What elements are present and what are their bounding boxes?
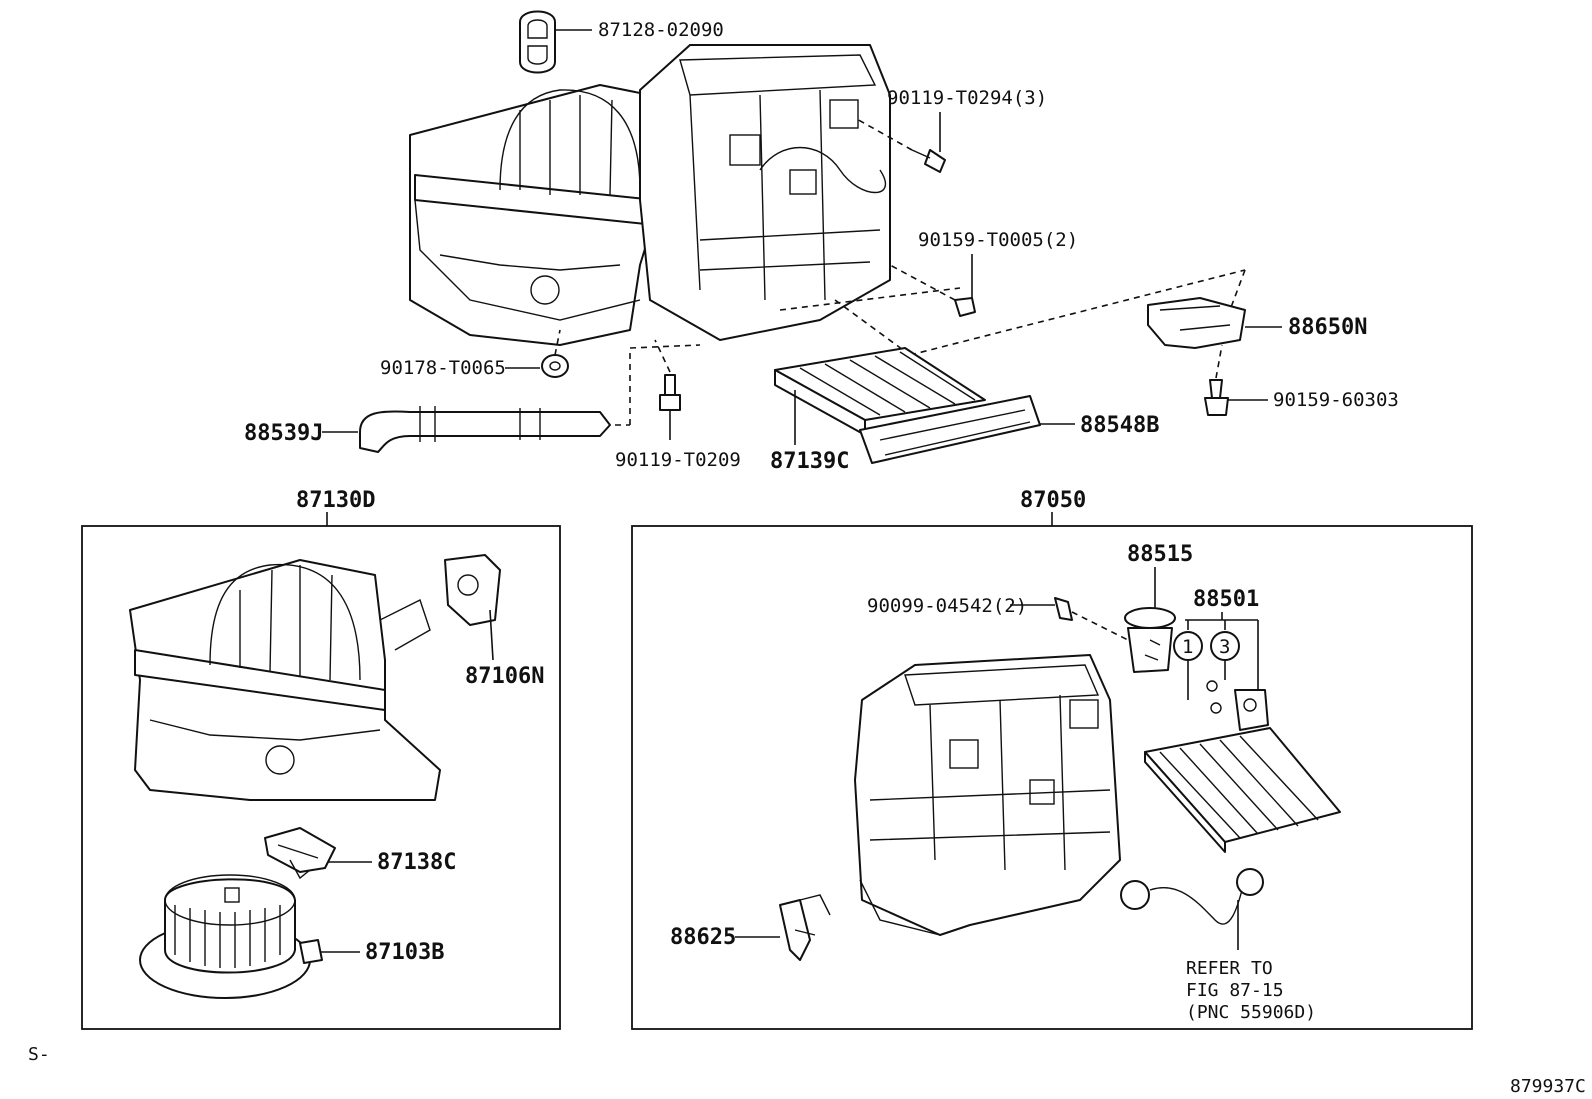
- screw-90159-60303: [1204, 344, 1268, 416]
- figure-id: 879937C: [1510, 1076, 1586, 1097]
- actuator-87106n: [444, 554, 501, 661]
- dashed-leader: [909, 269, 1246, 356]
- label-90119-t0294: 90119-T0294(3): [887, 87, 1047, 109]
- circle-1-text: 1: [1182, 636, 1193, 658]
- hvac-case-87050: [854, 654, 1121, 936]
- label-87106n: 87106N: [465, 664, 544, 689]
- dashed-leader: [779, 287, 961, 311]
- label-88515: 88515: [1127, 542, 1193, 567]
- resistor-87138c: [264, 827, 372, 880]
- dashed-leader: [1229, 269, 1246, 311]
- bolt-90119-t0209: [654, 339, 681, 440]
- label-90099-04542: 90099-04542(2): [867, 595, 1027, 617]
- label-88501: 88501: [1193, 587, 1259, 612]
- hose-88539j: [322, 344, 701, 453]
- label-87139c: 87139C: [770, 449, 849, 474]
- bolt-90099-04542: [1010, 597, 1129, 641]
- label-90159-t0005: 90159-T0005(2): [918, 229, 1078, 251]
- main-hvac-assembly: [409, 44, 891, 346]
- nut-90178-t0065: [505, 329, 569, 378]
- label-88548b: 88548B: [1080, 413, 1159, 438]
- label-87050: 87050: [1020, 488, 1086, 513]
- label-87128-02090: 87128-02090: [598, 19, 724, 41]
- label-87138c: 87138C: [377, 850, 456, 875]
- cover-88548b: [859, 395, 1075, 464]
- expansion-valve-88515: [1124, 607, 1176, 673]
- blower-housing-87130d: [129, 559, 441, 801]
- filter-87139c: [774, 347, 986, 445]
- label-90159-60303: 90159-60303: [1273, 389, 1399, 411]
- leader-88501: [1185, 612, 1259, 690]
- label-88625: 88625: [670, 925, 736, 950]
- reference-line-3: (PNC 55906D): [1186, 1002, 1316, 1023]
- label-88539j: 88539J: [244, 421, 323, 446]
- box-87050: [631, 525, 1473, 1030]
- blower-motor-87103b: [139, 874, 360, 999]
- circle-callout-3: 3: [1210, 631, 1240, 680]
- box-87130d: [81, 525, 561, 1030]
- label-90119-t0209: 90119-T0209: [615, 449, 741, 471]
- bolt-90119-t0294: [854, 112, 946, 173]
- reference-line-1: REFER TO: [1186, 958, 1273, 979]
- sensor-88650n: [1147, 297, 1282, 349]
- bolt-90159-t0005: [889, 254, 976, 317]
- o-ring: [1206, 680, 1222, 714]
- label-90178-t0065: 90178-T0065: [380, 357, 506, 379]
- footer-left-mark: S-: [28, 1044, 50, 1065]
- label-87130d: 87130D: [296, 488, 375, 513]
- thermistor-cable: [1120, 868, 1264, 950]
- label-88650n: 88650N: [1288, 315, 1367, 340]
- dashed-leader: [834, 299, 911, 356]
- label-87103b: 87103B: [365, 940, 444, 965]
- circle-callout-1: 1: [1173, 631, 1203, 700]
- reference-line-2: FIG 87-15: [1186, 980, 1284, 1001]
- evaporator-88501: [1144, 689, 1341, 853]
- gasket-87128: [519, 10, 592, 74]
- circle-3-text: 3: [1219, 636, 1230, 658]
- sensor-88625: [735, 894, 831, 961]
